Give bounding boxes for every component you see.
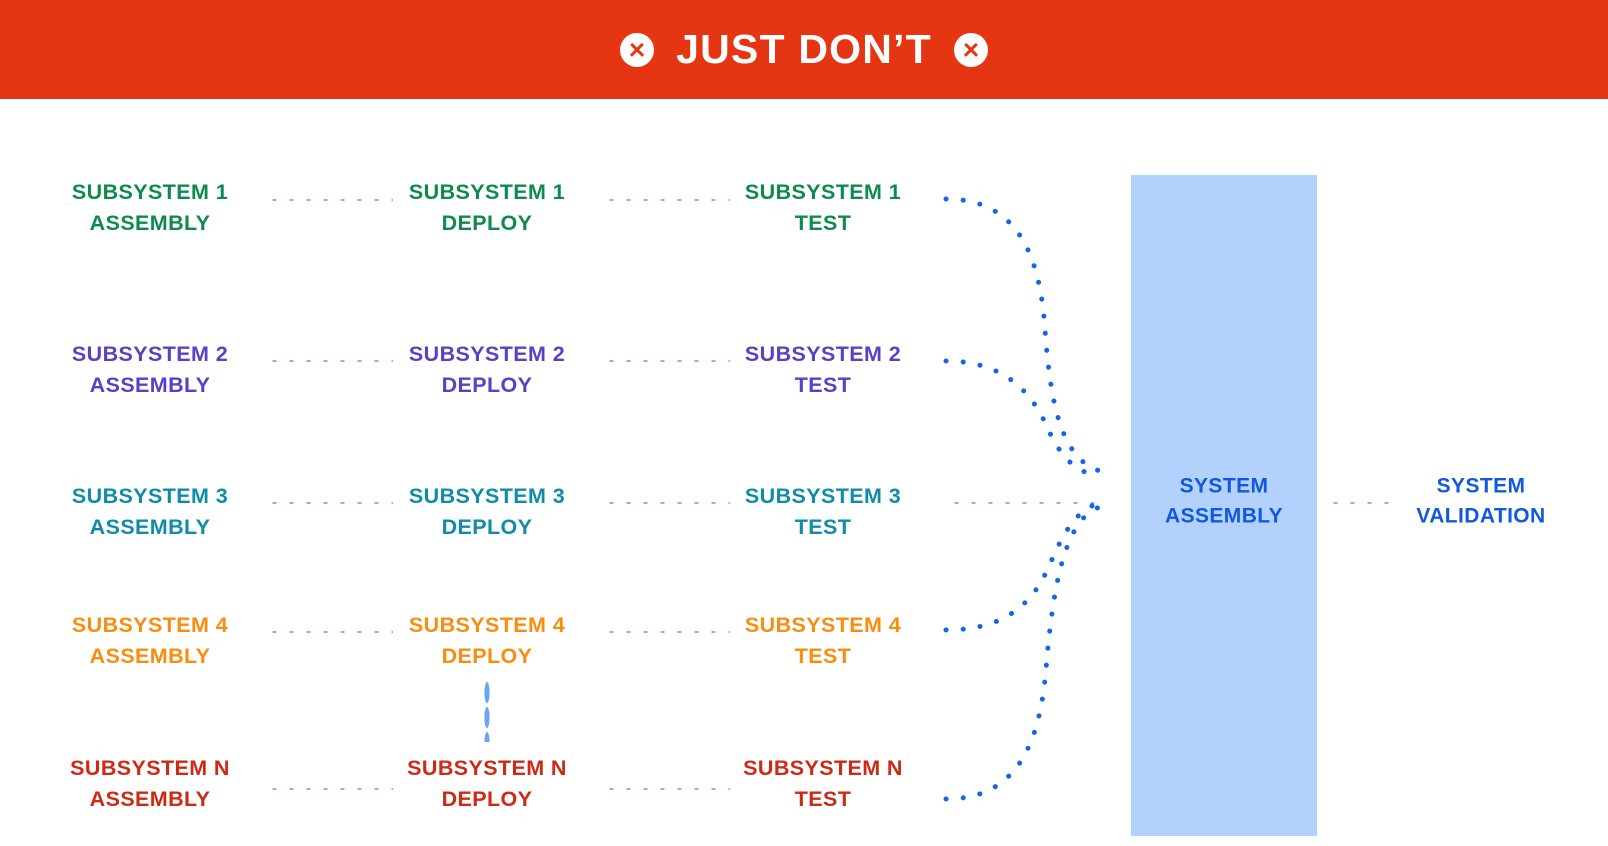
x-circle-icon xyxy=(620,32,655,67)
node-subsystem-2-deploy: SUBSYSTEM 2 DEPLOY xyxy=(408,341,566,397)
node-system-validation: SYSTEM VALIDATION xyxy=(1416,474,1546,528)
diagram-canvas: SUBSYSTEM 1 ASSEMBLY SUBSYSTEM 1 DEPLOY … xyxy=(0,99,1608,846)
node-subsystem-n-test: SUBSYSTEM N TEST xyxy=(743,755,903,811)
connector-subsystem-4-assembly-deploy xyxy=(266,629,393,635)
connector-subsystem-3-assembly-deploy xyxy=(266,500,393,506)
banner-title: JUST DON’T xyxy=(676,26,932,72)
node-subsystem-4-test: SUBSYSTEM 4 TEST xyxy=(744,612,902,668)
connector-subsystem-3-to-system-assembly xyxy=(948,500,1100,506)
node-subsystem-1-test: SUBSYSTEM 1 TEST xyxy=(744,179,902,235)
connector-subsystem-1-deploy-test xyxy=(603,197,730,203)
connector-subsystem-3-deploy-test xyxy=(603,500,730,506)
connector-subsystem-2-deploy-test xyxy=(603,358,730,364)
node-subsystem-3-deploy: SUBSYSTEM 3 DEPLOY xyxy=(408,483,566,539)
node-subsystem-n-deploy: SUBSYSTEM N DEPLOY xyxy=(407,755,567,811)
node-system-assembly: SYSTEM ASSEMBLY xyxy=(1165,474,1283,528)
node-subsystem-1-deploy: SUBSYSTEM 1 DEPLOY xyxy=(408,179,566,235)
node-subsystem-2-assembly: SUBSYSTEM 2 ASSEMBLY xyxy=(71,341,229,397)
curve-subsystem-1 xyxy=(943,196,1103,474)
curve-subsystem-n xyxy=(943,504,1103,802)
vertical-ellipsis xyxy=(484,680,490,742)
node-subsystem-n-assembly: SUBSYSTEM N ASSEMBLY xyxy=(70,755,230,811)
connector-subsystem-n-assembly-deploy xyxy=(266,786,393,792)
node-subsystem-3-assembly: SUBSYSTEM 3 ASSEMBLY xyxy=(71,483,229,539)
connector-subsystem-2-assembly-deploy xyxy=(266,358,393,364)
connector-system-assembly-validation xyxy=(1327,500,1399,506)
top-banner: JUST DON’T xyxy=(0,0,1608,99)
system-assembly-block xyxy=(1131,175,1317,836)
node-subsystem-2-test: SUBSYSTEM 2 TEST xyxy=(744,341,902,397)
connector-subsystem-4-deploy-test xyxy=(603,629,730,635)
curve-subsystem-4 xyxy=(943,500,1103,633)
connector-subsystem-n-deploy-test xyxy=(603,786,730,792)
node-subsystem-4-deploy: SUBSYSTEM 4 DEPLOY xyxy=(408,612,566,668)
banner-content: JUST DON’T xyxy=(620,29,988,70)
node-subsystem-4-assembly: SUBSYSTEM 4 ASSEMBLY xyxy=(71,612,229,668)
curve-subsystem-2 xyxy=(943,358,1103,480)
node-subsystem-3-test: SUBSYSTEM 3 TEST xyxy=(744,483,902,539)
connector-subsystem-1-assembly-deploy xyxy=(266,197,393,203)
x-circle-icon xyxy=(953,32,988,67)
node-subsystem-1-assembly: SUBSYSTEM 1 ASSEMBLY xyxy=(71,179,229,235)
